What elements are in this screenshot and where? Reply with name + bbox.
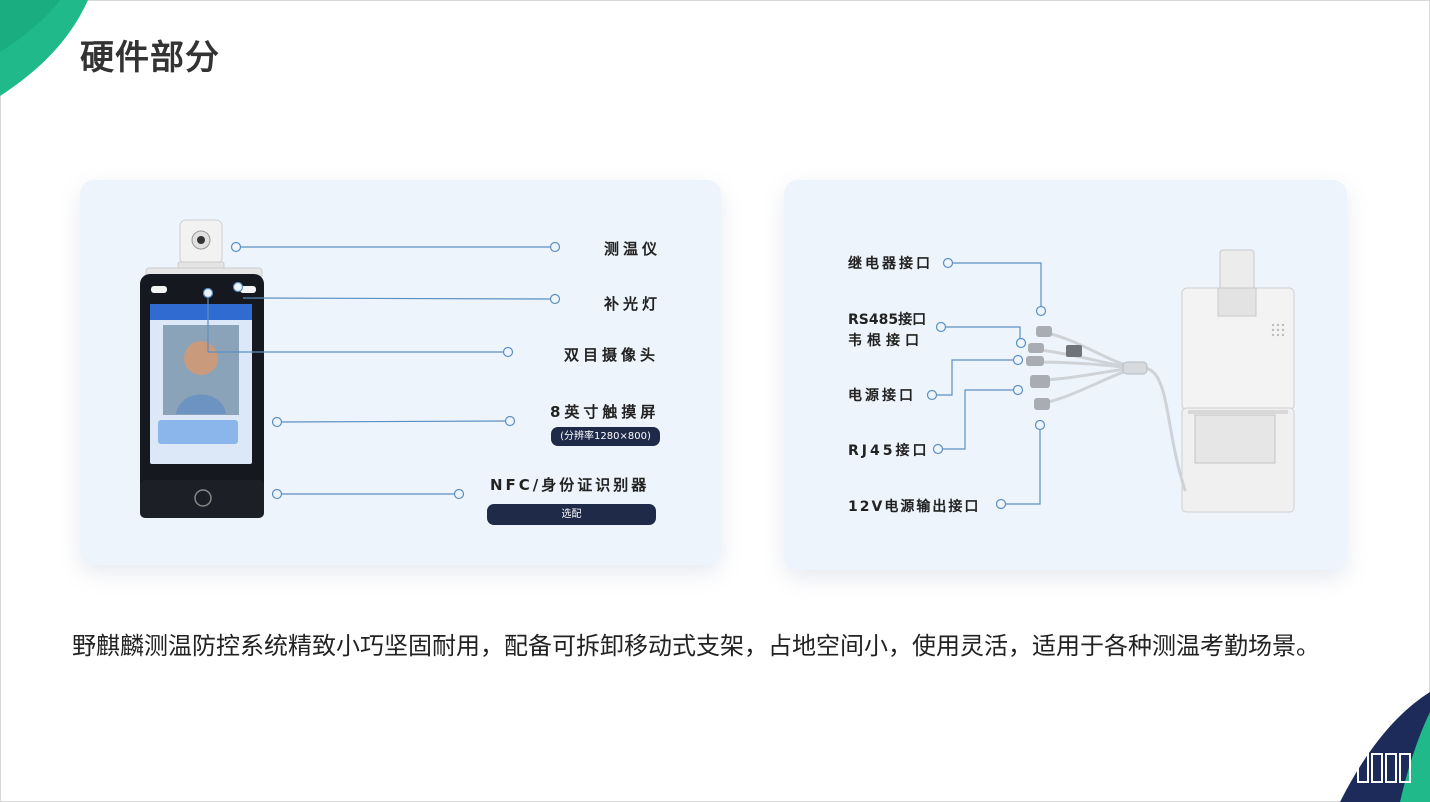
label-12v-output-port: 12V电源输出接口 — [848, 499, 981, 515]
label-wiegand-port: 韦根接口 — [848, 333, 924, 349]
label-thermometer: 测温仪 — [604, 240, 662, 258]
corner-decoration-bottom-right — [1340, 692, 1430, 802]
label-touchscreen: 8英寸触摸屏 — [550, 403, 660, 421]
label-relay-port: 继电器接口 — [848, 256, 933, 272]
label-fill-light: 补光灯 — [604, 295, 662, 313]
label-nfc-id-reader: NFC/身份证识别器 — [490, 476, 650, 494]
corner-decoration-top-left — [0, 0, 88, 96]
label-rs485-port: RS485接口 — [848, 312, 927, 328]
label-dual-camera: 双目摄像头 — [564, 346, 660, 364]
description-paragraph: 野麒麟测温防控系统精致小巧坚固耐用，配备可拆卸移动式支架，占地空间小，使用灵活，… — [72, 632, 1320, 660]
resolution-badge: (分辨率1280×800) — [551, 427, 660, 446]
label-power-port: 电源接口 — [848, 388, 916, 404]
page-title: 硬件部分 — [80, 38, 220, 78]
optional-badge: 选配 — [487, 504, 656, 525]
label-rj45-port: RJ45接口 — [848, 443, 930, 459]
